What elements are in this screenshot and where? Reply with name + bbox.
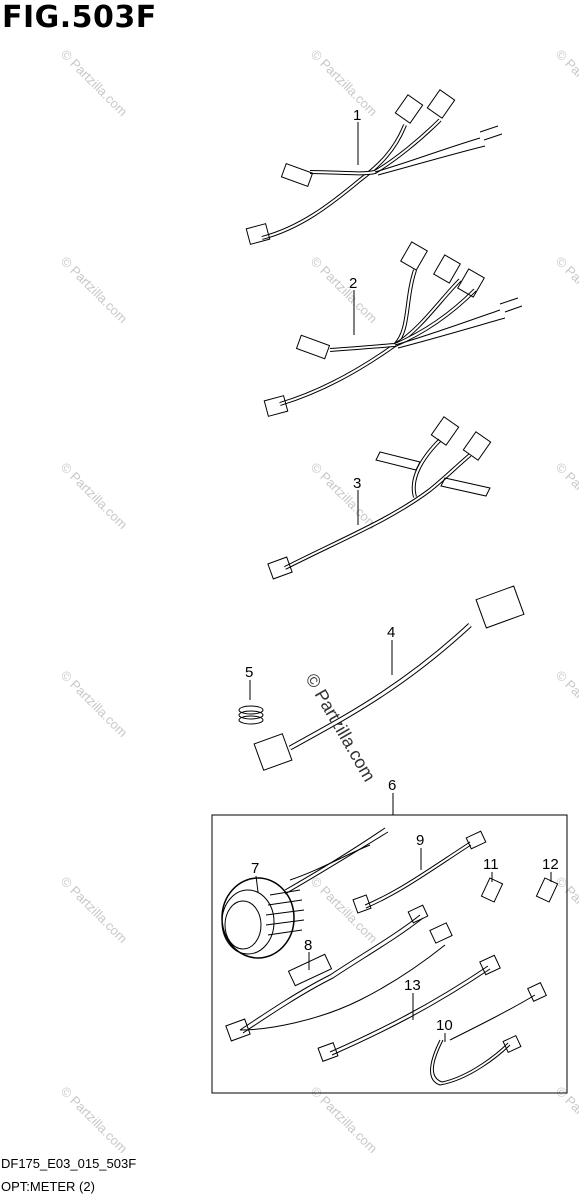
callout-1: 1 <box>353 107 361 124</box>
callout-8: 8 <box>304 937 312 954</box>
watermark-text: © Partzilla.com <box>308 47 381 120</box>
watermark-text: © Partzilla.com <box>58 254 131 327</box>
figure-description: OPT:METER (2) <box>1 1179 95 1194</box>
watermark-text: © Partzilla.com <box>553 47 579 120</box>
callout-10: 10 <box>436 1017 453 1034</box>
part-11-fitting <box>480 877 504 903</box>
callout-2: 2 <box>349 275 357 292</box>
watermark-text: © Partzilla.com <box>308 874 381 947</box>
part-2-harness <box>263 241 523 417</box>
callout-13: 13 <box>404 977 421 994</box>
watermark-center-text: © Partzilla.com <box>302 670 380 785</box>
watermark-text: © Partzilla.com <box>553 254 579 327</box>
figure-code: DF175_E03_015_503F <box>1 1156 137 1171</box>
callout-5: 5 <box>245 664 253 681</box>
callout-11: 11 <box>483 856 499 873</box>
watermark-text: © Partzilla.com <box>308 254 381 327</box>
part-5-spring <box>238 705 264 725</box>
part-1-harness <box>245 89 503 245</box>
watermark-text: © Partzilla.com <box>58 47 131 120</box>
callout-4: 4 <box>387 624 395 641</box>
part-8-harness <box>225 904 453 1042</box>
callout-12: 12 <box>542 856 559 873</box>
watermark-text: © Partzilla.com <box>553 460 579 533</box>
watermark-text: © Partzilla.com <box>308 1084 381 1157</box>
figure-title: FIG.503F <box>2 0 157 35</box>
kit-box <box>211 814 568 1094</box>
part-10-cable <box>430 982 547 1086</box>
callout-7: 7 <box>251 860 259 877</box>
watermark-text: © Partzilla.com <box>58 460 131 533</box>
watermark-text: © Partzilla.com <box>58 668 131 741</box>
watermark-text: © Partzilla.com <box>553 1084 579 1157</box>
part-4-harness <box>253 585 525 771</box>
callout-labels: 1 2 3 4 5 6 7 8 9 10 11 12 13 <box>245 107 559 1034</box>
callout-6: 6 <box>388 777 396 794</box>
callout-9: 9 <box>416 832 424 849</box>
watermark-text: © Partzilla.com <box>58 1084 131 1157</box>
watermark-text: © Partzilla.com <box>553 668 579 741</box>
callout-3: 3 <box>353 475 361 492</box>
watermark-text: © Partzilla.com <box>308 460 381 533</box>
part-7-gauge <box>221 827 389 959</box>
watermark-text: © Partzilla.com <box>58 874 131 947</box>
part-13-cable <box>317 954 501 1062</box>
part-9-cable <box>352 830 487 914</box>
part-3-harness <box>267 416 492 580</box>
callout-leaders <box>249 122 552 1042</box>
